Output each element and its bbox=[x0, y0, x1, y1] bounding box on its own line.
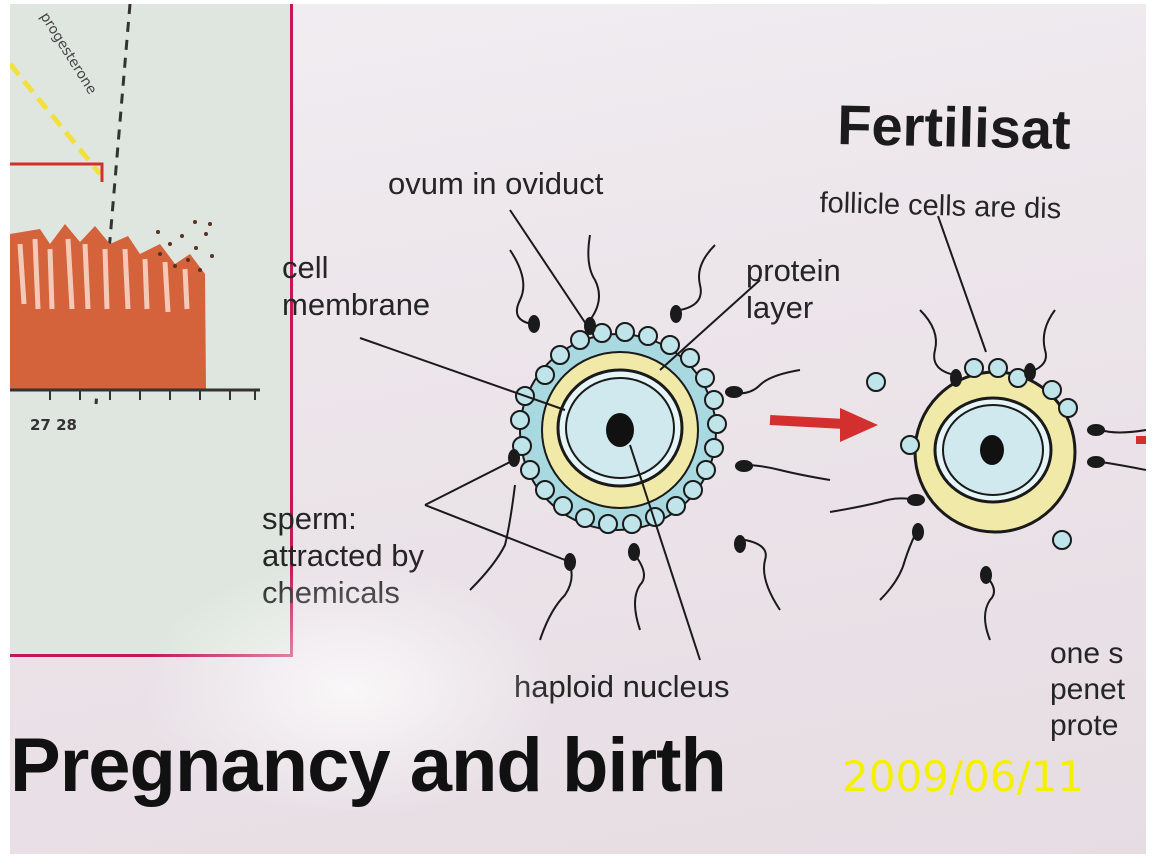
label-follicle-cells: follicle cells are dis bbox=[819, 186, 1062, 227]
section-title-pregnancy: Pregnancy and birth bbox=[10, 722, 726, 809]
image-border-top bbox=[0, 0, 1152, 4]
image-border-bottom bbox=[0, 854, 1152, 860]
label-protein-line1: protein bbox=[746, 252, 841, 289]
section-title-fertilisation: Fertilisat bbox=[837, 92, 1072, 162]
label-protein-layer: protein layer bbox=[746, 252, 841, 326]
label-one-line2: penet bbox=[1050, 672, 1125, 708]
label-cell-line2: membrane bbox=[282, 286, 430, 323]
label-sperm-line1: sperm: bbox=[262, 500, 424, 537]
label-ovum-in-oviduct: ovum in oviduct bbox=[388, 165, 603, 202]
label-one-sperm: one s penet prote bbox=[1050, 636, 1125, 744]
label-one-line1: one s bbox=[1050, 636, 1125, 672]
label-cell-membrane: cell membrane bbox=[282, 249, 430, 323]
haploid-nucleus bbox=[606, 413, 634, 447]
red-arrow bbox=[770, 408, 878, 442]
image-border-right bbox=[1146, 0, 1152, 860]
label-protein-line2: layer bbox=[746, 289, 841, 326]
photo-date-stamp: 2009/06/11 bbox=[842, 752, 1084, 801]
label-one-line3: prote bbox=[1050, 708, 1125, 744]
label-cell-line1: cell bbox=[282, 249, 430, 286]
image-border-left bbox=[0, 0, 10, 860]
